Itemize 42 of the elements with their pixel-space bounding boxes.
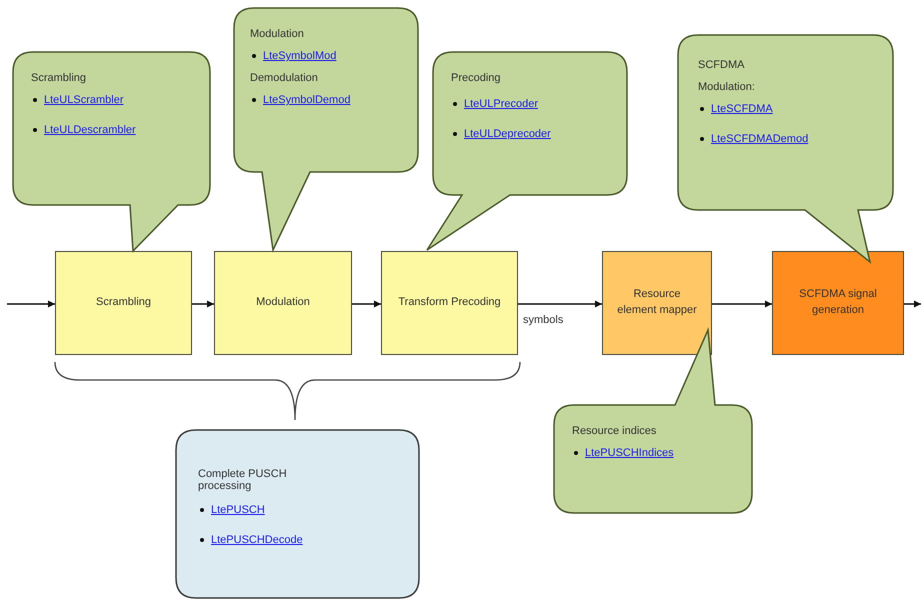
box-label: Modulation <box>256 295 310 310</box>
callout-heading: SCFDMA <box>698 59 744 71</box>
callout-heading: Complete PUSCH processing <box>198 468 288 492</box>
arrow <box>518 300 602 308</box>
arrow <box>904 300 921 308</box>
arrow <box>352 300 381 308</box>
callout-heading: Precoding <box>451 72 501 84</box>
callout-heading: Demodulation <box>250 72 318 84</box>
function-link: LteULPrecoder <box>451 98 538 110</box>
speech-bubble <box>427 52 627 250</box>
rounded-box <box>176 430 419 598</box>
arrow <box>192 300 214 308</box>
callout-heading: Modulation <box>250 28 304 40</box>
process-box <box>214 251 352 355</box>
speech-bubble <box>554 330 752 513</box>
function-link: LtePUSCHDecode <box>198 534 303 546</box>
process-box <box>602 251 712 355</box>
arrow <box>712 300 772 308</box>
function-link: LteSCFDMA <box>698 103 773 115</box>
box-label: Resource element mapper <box>617 287 697 318</box>
function-link: LtePUSCHIndices <box>572 447 674 459</box>
box-label: Transform Precoding <box>398 295 501 310</box>
function-link: LteSymbolDemod <box>250 94 350 106</box>
function-link: LtePUSCH <box>198 504 265 516</box>
speech-bubble <box>13 52 210 251</box>
process-box <box>55 251 192 355</box>
speech-bubble <box>678 35 893 262</box>
process-box <box>381 251 518 355</box>
process-box <box>772 251 904 355</box>
arrow <box>7 300 55 308</box>
callout-heading: Scrambling <box>31 72 86 84</box>
function-link: LteULDeprecoder <box>451 128 551 140</box>
function-link: LteULScrambler <box>31 94 124 106</box>
box-label: SCFDMA signal generation <box>798 287 878 318</box>
callout-heading: Modulation: <box>698 81 755 93</box>
function-link: LteSCFDMADemod <box>698 133 808 145</box>
function-link: LteULDescrambler <box>31 124 136 136</box>
box-label: Scrambling <box>96 295 152 310</box>
callout-heading: Resource indices <box>572 425 656 437</box>
speech-bubble <box>234 8 418 250</box>
edge-label: symbols <box>522 314 564 326</box>
function-link: LteSymbolMod <box>250 50 336 62</box>
